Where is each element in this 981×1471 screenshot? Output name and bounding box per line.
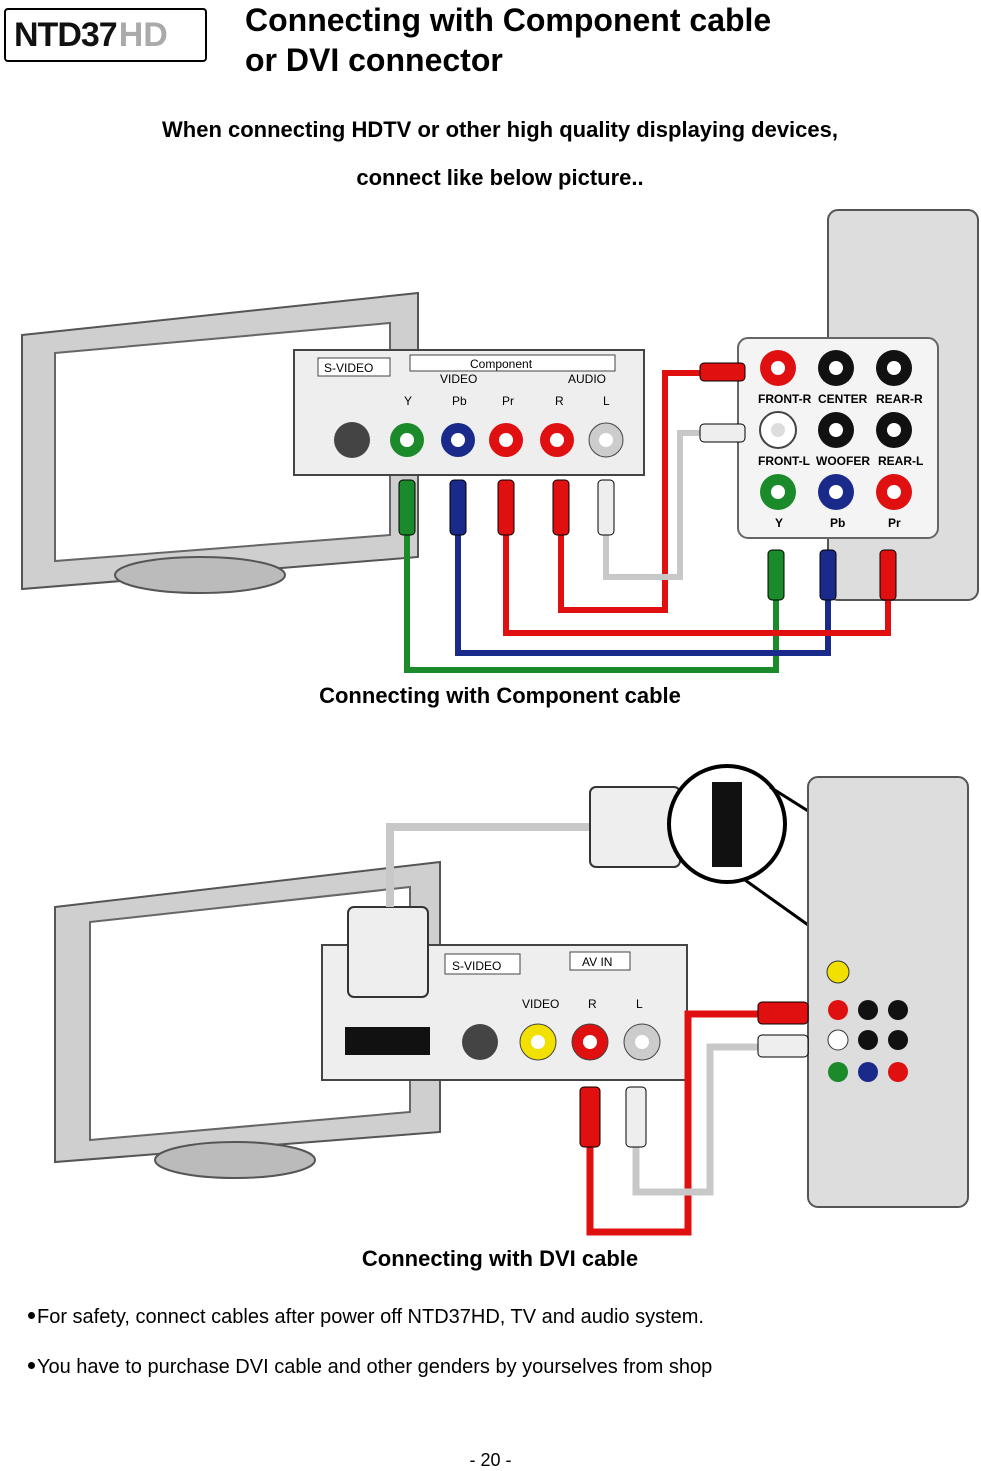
- note-text: You have to purchase DVI cable and other…: [37, 1356, 713, 1378]
- panel2-video-label: VIDEO: [522, 997, 559, 1011]
- bullet-icon: [28, 1362, 35, 1369]
- component-connection-figure: S-VIDEO Component VIDEO AUDIO Y Pb Pr R …: [21, 209, 979, 673]
- device-y-label: Y: [775, 516, 783, 530]
- panel-l-label: L: [603, 394, 610, 408]
- device-pb-label: Pb: [830, 516, 845, 530]
- dvi-plug-tv: [347, 906, 429, 998]
- svideo-jack: [334, 422, 370, 458]
- panel-audio-label: AUDIO: [568, 372, 606, 386]
- av-cables: [586, 1010, 764, 1236]
- panel2-l-label: L: [636, 997, 643, 1011]
- device-front-r-label: FRONT-R: [758, 392, 812, 406]
- dvi-connection-figure: S-VIDEO AV IN VIDEO R L: [54, 764, 969, 1236]
- panel-component-label: Component: [470, 357, 533, 371]
- logo-main-text: NTD37: [14, 15, 118, 54]
- device-front-l-label: FRONT-L: [758, 454, 810, 468]
- panel-video-label: VIDEO: [440, 372, 477, 386]
- dvi-port: [345, 1027, 430, 1055]
- panel-y-label: Y: [404, 394, 412, 408]
- logo-suffix-text: HD: [118, 15, 168, 54]
- device-center-label: CENTER: [818, 392, 868, 406]
- intro-line-1: When connecting HDTV or other high quali…: [162, 117, 838, 142]
- device-pr-label: Pr: [888, 516, 901, 530]
- figure2-caption: Connecting with DVI cable: [361, 1246, 639, 1271]
- device-rear-l-label: REAR-L: [878, 454, 923, 468]
- panel2-avin-label: AV IN: [582, 955, 612, 969]
- dvi-plug-device: [589, 786, 681, 868]
- panel-pr-label: Pr: [502, 394, 514, 408]
- panel-svideo-label: S-VIDEO: [324, 361, 373, 375]
- bullet-icon: [28, 1312, 35, 1319]
- figure1-caption: Connecting with Component cable: [319, 683, 681, 708]
- intro-line-2: connect like below picture..: [356, 165, 644, 190]
- title-line-2: or DVI connector: [245, 42, 503, 78]
- page-title: Connecting with Component cable or DVI c…: [245, 0, 771, 80]
- device-rear-r-label: REAR-R: [876, 392, 923, 406]
- device-woofer-label: WOOFER: [816, 454, 870, 468]
- title-line-1: Connecting with Component cable: [245, 2, 772, 38]
- ntd37hd-device-2: [807, 776, 969, 1208]
- panel2-svideo-label: S-VIDEO: [452, 959, 501, 973]
- note-text: For safety, connect cables after power o…: [37, 1306, 704, 1328]
- panel-pb-label: Pb: [452, 394, 467, 408]
- page-number: - 20 -: [469, 1450, 512, 1470]
- panel-r-label: R: [555, 394, 564, 408]
- panel2-r-label: R: [588, 997, 597, 1011]
